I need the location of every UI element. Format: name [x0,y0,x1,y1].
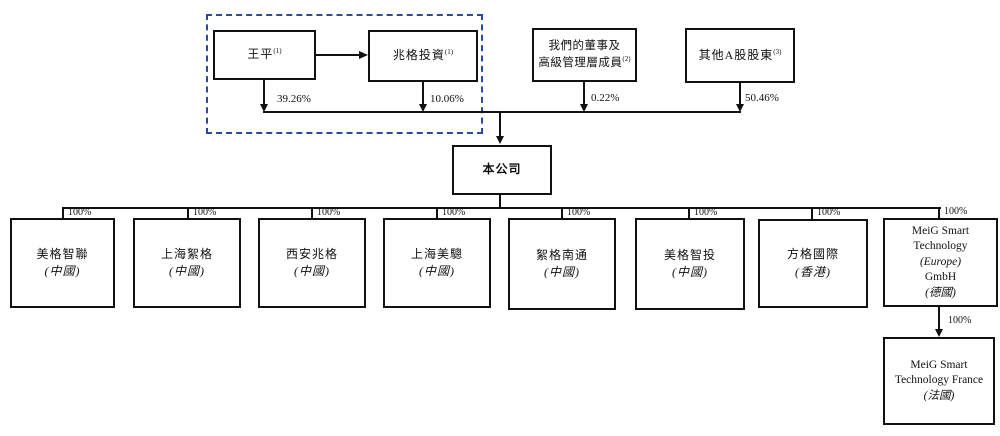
founder-to-investment-line [316,54,359,56]
sub-pct-6: 100% [694,207,718,218]
subsidiary-name: 上海絮格 [160,246,213,261]
founder-group-dashed-outline [206,14,483,134]
investment-vehicle-footnote: (1) [444,48,454,57]
subsidiary-jurisdiction: (中國) [543,265,580,279]
subsidiary-jurisdiction: (法國) [923,389,955,402]
subsidiary-jurisdiction: (中國) [168,264,205,278]
company-bottom-stub-line [499,195,501,208]
subsidiary-name: 西安兆格 [285,246,338,261]
subsidiary-name-line1: MeiG Smart [911,224,970,237]
subsidiary-box-meig-france: MeiG Smart Technology France (法國) [883,337,995,425]
founder-ownership-pct: 39.26% [277,93,311,105]
company-name: 本公司 [482,162,522,177]
directors-box: 我們的董事及 高級管理層成員(2) [532,28,637,82]
subsidiary-jurisdiction: (中國) [44,264,81,278]
other-a-shareholders-box: 其他A股股東(3) [685,28,795,83]
subsidiary-bus-line [62,207,941,209]
subsidiary-label: 美格智投 (中國) [664,247,716,282]
subsidiary-box-xuge-nantong: 絮格南通 (中國) [508,218,616,310]
subsidiary-box-shanghai-xuge: 上海絮格 (中國) [133,218,241,308]
sub-pct-8: 100% [944,206,968,217]
investment-ownership-pct: 10.06% [430,93,464,105]
founder-box: 王平(1) [213,30,316,80]
directors-line2: 高級管理層成員 [538,56,623,69]
other-a-shareholders-name: 其他A股股東 [698,47,774,62]
subsidiary-label: 上海美驄 (中國) [411,246,463,281]
subsidiary-label: 西安兆格 (中國) [286,246,338,281]
subsidiary-box-shanghai-meicong: 上海美驄 (中國) [383,218,491,308]
drop-line-7 [811,207,813,219]
company-box: 本公司 [452,145,552,195]
shareholder-bus-line [263,111,741,113]
founder-ownership-line [263,80,265,106]
founder-label: 王平(1) [247,46,281,63]
subsidiary-box-meig-europe-gmbh: MeiG Smart Technology (Europe) GmbH (德國) [883,218,998,307]
directors-footnote: (2) [622,54,631,63]
directors-ownership-line [583,82,585,106]
gmbh-to-france-line [938,307,940,330]
subsidiary-box-xian-zhaoge: 西安兆格 (中國) [258,218,366,308]
investment-ownership-line [422,82,424,106]
subsidiary-box-meig-zhitou: 美格智投 (中國) [635,218,745,310]
investment-vehicle-box: 兆格投資(1) [368,30,478,82]
other-a-ownership-line [739,83,741,106]
subsidiary-label: MeiG Smart Technology (Europe) GmbH (德國) [912,224,969,302]
directors-line1: 我們的董事及 [548,40,621,53]
subsidiary-label: 上海絮格 (中國) [161,246,213,281]
subsidiary-label: 方格國際 (香港) [787,246,839,281]
subsidiary-name-line2: Technology France [894,374,984,387]
bus-to-company-arrow-icon [495,136,504,144]
directors-ownership-arrow-icon [579,104,588,112]
drop-line-8 [938,207,940,218]
sub-pct-3: 100% [317,207,341,218]
drop-line-1 [62,207,64,218]
other-a-ownership-arrow-icon [735,104,744,112]
subsidiary-box-meig-zhilian: 美格智聯 (中國) [10,218,115,308]
other-a-shareholders-footnote: (3) [773,47,782,56]
subsidiary-box-fangge-international: 方格國際 (香港) [758,219,868,308]
subsidiary-name-line1: MeiG Smart [910,358,968,371]
subsidiary-label: 美格智聯 (中國) [36,246,88,281]
subsidiary-name: 美格智聯 [36,246,89,261]
subsidiary-label: MeiG Smart Technology France (法國) [895,358,983,405]
subsidiary-label: 絮格南通 (中國) [536,247,588,282]
directors-ownership-pct: 0.22% [591,92,620,104]
founder-ownership-arrow-icon [259,104,268,112]
subsidiary-name: 上海美驄 [410,246,463,261]
subsidiary-name: 絮格南通 [535,247,588,262]
drop-line-5 [561,207,563,218]
subsidiary-jurisdiction: (中國) [293,264,330,278]
subsidiary-name-line2: Technology [913,240,968,253]
directors-label: 我們的董事及 高級管理層成員(2) [538,39,630,71]
drop-line-3 [311,207,313,218]
investment-vehicle-label: 兆格投資(1) [393,47,453,64]
subsidiary-name-line4: GmbH [924,271,957,284]
drop-line-2 [187,207,189,218]
drop-line-6 [688,207,690,218]
other-a-shareholders-label: 其他A股股東(3) [699,47,782,64]
subsidiary-name: 方格國際 [786,247,839,262]
founder-to-investment-arrow-icon [359,50,368,59]
subsidiary-name-line3: (Europe) [919,255,962,268]
founder-name: 王平 [247,47,274,62]
subsidiary-name: 美格智投 [663,247,716,262]
drop-line-4 [436,207,438,218]
founder-footnote: (1) [273,47,282,56]
investment-vehicle-name: 兆格投資 [392,48,445,63]
sub-pct-7: 100% [817,207,841,218]
subsidiary-jurisdiction: (中國) [418,264,455,278]
sub-pct-1: 100% [68,207,92,218]
other-a-ownership-pct: 50.46% [745,92,779,104]
france-ownership-pct: 100% [948,315,972,326]
subsidiary-jurisdiction: (德國) [925,286,956,299]
investment-ownership-arrow-icon [418,104,427,112]
sub-pct-4: 100% [442,207,466,218]
sub-pct-2: 100% [193,207,217,218]
subsidiary-jurisdiction: (中國) [671,265,708,279]
gmbh-to-france-arrow-icon [934,329,943,337]
subsidiary-jurisdiction: (香港) [794,264,831,279]
bus-to-company-line [499,112,501,138]
sub-pct-5: 100% [567,207,591,218]
